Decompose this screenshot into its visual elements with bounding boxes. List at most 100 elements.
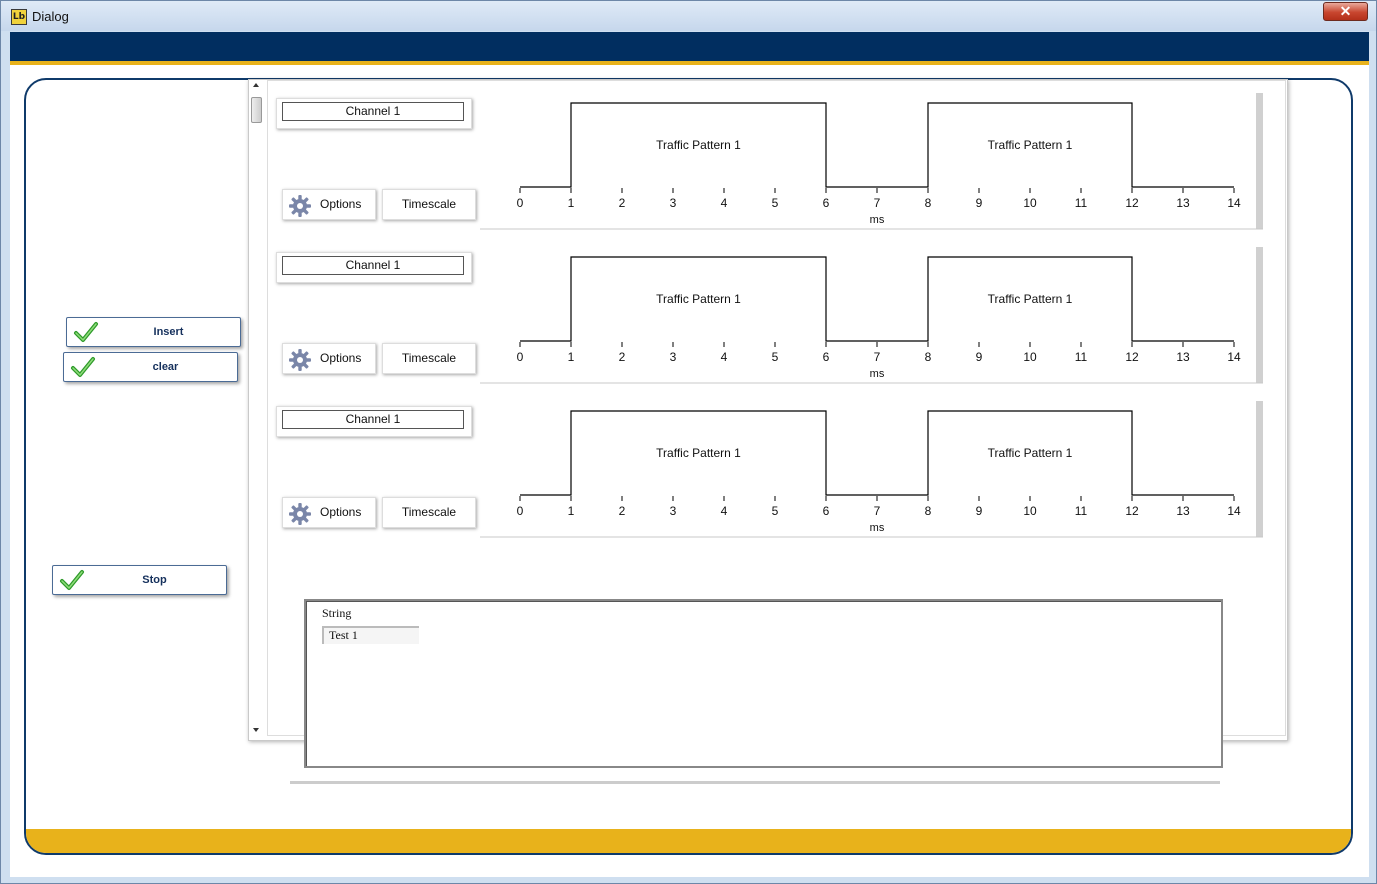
gear-icon [289, 195, 311, 217]
channel-row: Channel 1 Options Timescale Traffic Patt… [268, 393, 1287, 547]
tick-label: 13 [1176, 350, 1190, 364]
vertical-scrollbar[interactable] [249, 80, 265, 736]
footer-band [26, 829, 1351, 853]
tick-label: 9 [976, 350, 983, 364]
tick-label: 0 [517, 196, 524, 210]
tick-label: 8 [925, 350, 932, 364]
timescale-button[interactable]: Timescale [382, 189, 476, 220]
tick-label: 3 [670, 350, 677, 364]
tick-label: 5 [772, 196, 779, 210]
gear-icon [289, 349, 311, 371]
options-button[interactable]: Options [282, 343, 376, 374]
pulse-label: Traffic Pattern 1 [656, 446, 741, 460]
insert-button-label: Insert [153, 326, 184, 338]
tick-label: 10 [1023, 504, 1037, 518]
tick-label: 0 [517, 350, 524, 364]
scroll-up-arrow-icon[interactable] [253, 83, 259, 87]
options-button[interactable]: Options [282, 189, 376, 220]
tick-label: 4 [721, 196, 728, 210]
tick-label: 13 [1176, 196, 1190, 210]
tick-label: 11 [1075, 504, 1088, 518]
close-button[interactable]: ✕ [1323, 2, 1368, 21]
tick-label: 8 [925, 504, 932, 518]
pulse-label: Traffic Pattern 1 [656, 292, 741, 306]
graph-frame-edge [1256, 401, 1263, 537]
stop-button[interactable]: Stop [52, 565, 227, 595]
timescale-label: Timescale [401, 505, 457, 519]
channel-name-box: Channel 1 [276, 98, 472, 129]
tick-label: 6 [823, 504, 830, 518]
stop-button-label: Stop [142, 574, 167, 586]
channel-name-box: Channel 1 [276, 252, 472, 283]
timescale-label: Timescale [401, 197, 457, 211]
tick-label: 10 [1023, 196, 1037, 210]
string-label: String [322, 606, 352, 620]
string-value-field[interactable]: Test 1 [322, 626, 419, 644]
channel-row: Channel 1 Options Timescale Traffic Patt… [268, 85, 1287, 239]
graph-frame-edge [1256, 93, 1263, 229]
options-label: Options [320, 197, 362, 211]
tick-label: 3 [670, 196, 677, 210]
tick-label: 3 [670, 504, 677, 518]
graph-frame-edge [1256, 247, 1263, 383]
tick-label: 5 [772, 350, 779, 364]
channel-name-box: Channel 1 [276, 406, 472, 437]
timescale-button[interactable]: Timescale [382, 343, 476, 374]
timescale-button[interactable]: Timescale [382, 497, 476, 528]
tick-label: 13 [1176, 504, 1190, 518]
channel-name-field[interactable]: Channel 1 [282, 102, 464, 121]
tick-label: 7 [874, 504, 881, 518]
pulse-label: Traffic Pattern 1 [988, 446, 1073, 460]
tick-label: 9 [976, 196, 983, 210]
tick-label: 14 [1227, 504, 1241, 518]
options-label: Options [320, 505, 362, 519]
tick-label: 12 [1125, 504, 1139, 518]
pulse-label: Traffic Pattern 1 [656, 138, 741, 152]
tick-label: 1 [568, 350, 575, 364]
pulse-label: Traffic Pattern 1 [988, 138, 1073, 152]
tick-label: 4 [721, 350, 728, 364]
channel-name-field[interactable]: Channel 1 [282, 410, 464, 429]
options-label: Options [320, 351, 362, 365]
tick-label: 1 [568, 196, 575, 210]
tick-label: 9 [976, 504, 983, 518]
insert-button[interactable]: Insert [66, 317, 241, 347]
waveform-line [520, 256, 1234, 342]
tick-label: 2 [619, 350, 626, 364]
tick-label: 14 [1227, 196, 1241, 210]
tick-label: 10 [1023, 350, 1037, 364]
clear-button-label: clear [152, 361, 179, 373]
channel-array: Channel 1 Options Timescale Traffic Patt… [267, 80, 1286, 736]
tick-label: 12 [1125, 196, 1139, 210]
window-title: Dialog [32, 9, 69, 24]
waveform-line [520, 102, 1234, 188]
channel-name-field[interactable]: Channel 1 [282, 256, 464, 275]
checkmark-icon [74, 322, 98, 342]
tick-label: 0 [517, 504, 524, 518]
tick-label: 5 [772, 504, 779, 518]
tick-label: 6 [823, 350, 830, 364]
axis-unit-label: ms [870, 522, 885, 534]
checkmark-icon [71, 357, 95, 377]
tick-label: 11 [1075, 350, 1088, 364]
clear-button[interactable]: clear [63, 352, 238, 382]
checkmark-icon [60, 570, 84, 590]
string-indicator: String Test 1 [304, 599, 1223, 768]
axis-unit-label: ms [870, 214, 885, 226]
header-band [10, 32, 1369, 61]
tick-label: 2 [619, 504, 626, 518]
timescale-label: Timescale [401, 351, 457, 365]
tick-label: 12 [1125, 350, 1139, 364]
scroll-down-arrow-icon[interactable] [253, 728, 259, 732]
waveform-line [520, 410, 1234, 496]
scroll-thumb[interactable] [251, 97, 262, 123]
options-button[interactable]: Options [282, 497, 376, 528]
tick-label: 7 [874, 350, 881, 364]
app-icon: Lb [11, 9, 27, 25]
tick-label: 8 [925, 196, 932, 210]
